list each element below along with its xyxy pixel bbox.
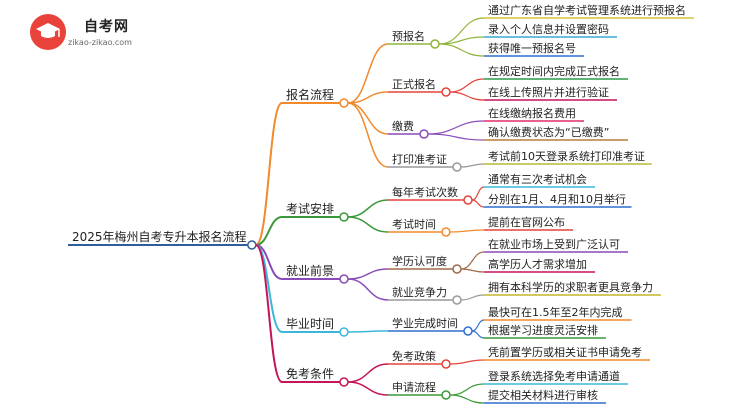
branch-label: 免考条件 xyxy=(286,366,334,381)
subtopic-connector xyxy=(347,91,389,104)
branch-node-dot xyxy=(339,274,349,284)
subtopic-connector xyxy=(347,330,389,333)
leaf-label: 在就业市场上受到广泛认可 xyxy=(488,237,620,251)
branch-connector xyxy=(255,216,283,246)
subtopic-connector xyxy=(347,268,389,280)
branch-node-dot xyxy=(339,377,349,387)
branch-node-dot xyxy=(339,327,349,337)
leaf-connector xyxy=(471,319,485,332)
leaf-connector xyxy=(427,120,485,135)
logo-domain: zikao-zikao.com xyxy=(68,38,132,47)
leaf-label: 在规定时间内完成正式报名 xyxy=(488,64,620,78)
leaf-label: 在线上传照片并进行验证 xyxy=(488,85,609,99)
leaf-label: 凭前置学历或相关证书申请免考 xyxy=(488,345,642,359)
leaf-label: 提前在官网公布 xyxy=(488,215,565,229)
subtopic-connector xyxy=(347,102,389,135)
leaf-connector xyxy=(460,251,485,270)
branch-connector xyxy=(254,244,283,383)
leaf-connector xyxy=(449,359,485,365)
leaf-connector xyxy=(449,229,485,233)
leaf-connector xyxy=(449,383,485,396)
subtopic-node-dot xyxy=(452,264,462,274)
leaf-connector xyxy=(438,43,485,57)
subtopic-connector xyxy=(347,278,389,301)
subtopic-node-dot xyxy=(441,359,451,369)
branch-label: 就业前景 xyxy=(286,263,334,278)
leaf-label: 录入个人信息并设置密码 xyxy=(488,22,609,36)
subtopic-node-dot xyxy=(441,390,451,400)
leaf-label: 通常有三次考试机会 xyxy=(488,172,587,186)
subtopic-connector xyxy=(347,102,389,168)
subtopic-connector xyxy=(347,216,389,233)
leaf-label: 根据学习进度灵活安排 xyxy=(488,323,598,337)
subtopic-label: 学历认可度 xyxy=(392,254,447,268)
subtopic-label: 打印准考证 xyxy=(392,152,447,166)
leaf-label: 获得唯一预报名号 xyxy=(488,41,576,55)
subtopic-label: 免考政策 xyxy=(392,349,436,363)
site-logo: 自考网 zikao-zikao.com xyxy=(30,14,150,54)
leaf-label: 最快可在1.5年至2年内完成 xyxy=(488,305,623,319)
subtopic-node-dot xyxy=(463,195,473,205)
leaf-label: 高学历人才需求增加 xyxy=(488,257,587,271)
leaf-connector xyxy=(427,133,485,141)
leaf-connector xyxy=(460,294,485,301)
leaf-connector xyxy=(449,91,485,101)
subtopic-node-dot xyxy=(452,162,462,172)
leaf-label: 提交相关材料进行审核 xyxy=(488,388,598,402)
subtopic-label: 就业竞争力 xyxy=(392,285,447,299)
leaf-connector xyxy=(460,163,485,168)
leaf-connector xyxy=(471,330,485,339)
subtopic-label: 正式报名 xyxy=(392,77,436,91)
logo-title: 自考网 xyxy=(84,19,129,35)
leaf-label: 考试前10天登录系统打印准考证 xyxy=(488,149,645,163)
subtopic-node-dot xyxy=(430,39,440,49)
leaf-connector xyxy=(449,78,485,93)
subtopic-label: 考试时间 xyxy=(392,218,436,231)
leaf-label: 在线缴纳报名费用 xyxy=(488,106,576,120)
subtopic-node-dot xyxy=(419,129,429,139)
leaf-label: 拥有本科学历的求职者更具竞争力 xyxy=(488,280,653,294)
leaf-connector xyxy=(471,186,485,201)
root-node-dot xyxy=(247,240,257,250)
subtopic-label: 缴费 xyxy=(392,119,414,133)
subtopic-connector xyxy=(347,381,389,396)
subtopic-label: 预报名 xyxy=(392,29,425,43)
subtopic-node-dot xyxy=(463,326,473,336)
branch-label: 报名流程 xyxy=(286,87,334,102)
subtopic-connector xyxy=(347,363,389,383)
subtopic-label: 学业完成时间 xyxy=(392,316,458,330)
leaf-label: 分别在1月、4月和10月举行 xyxy=(488,192,626,206)
branch-connector xyxy=(254,102,283,246)
subtopic-connector xyxy=(347,199,389,218)
leaf-label: 确认缴费状态为“已缴费” xyxy=(488,125,609,139)
branch-node-dot xyxy=(339,212,349,222)
leaf-connector xyxy=(460,268,485,273)
subtopic-label: 每年考试次数 xyxy=(392,185,458,199)
subtopic-node-dot xyxy=(441,227,451,237)
subtopic-connector xyxy=(347,43,389,104)
subtopic-label: 申请流程 xyxy=(392,380,436,394)
branch-node-dot xyxy=(339,98,349,108)
graduation-cap-icon xyxy=(30,14,66,50)
leaf-label: 通过广东省自学考试管理系统进行预报名 xyxy=(488,3,686,17)
subtopic-node-dot xyxy=(441,87,451,97)
leaf-connector xyxy=(449,394,485,404)
branch-label: 考试安排 xyxy=(286,201,334,216)
root-node-label: 2025年梅州自考专升本报名流程 xyxy=(72,229,247,244)
subtopic-node-dot xyxy=(452,295,462,305)
leaf-connector xyxy=(471,199,485,208)
leaf-label: 登录系统选择免考申请通道 xyxy=(488,369,620,383)
branch-label: 毕业时间 xyxy=(286,317,334,331)
